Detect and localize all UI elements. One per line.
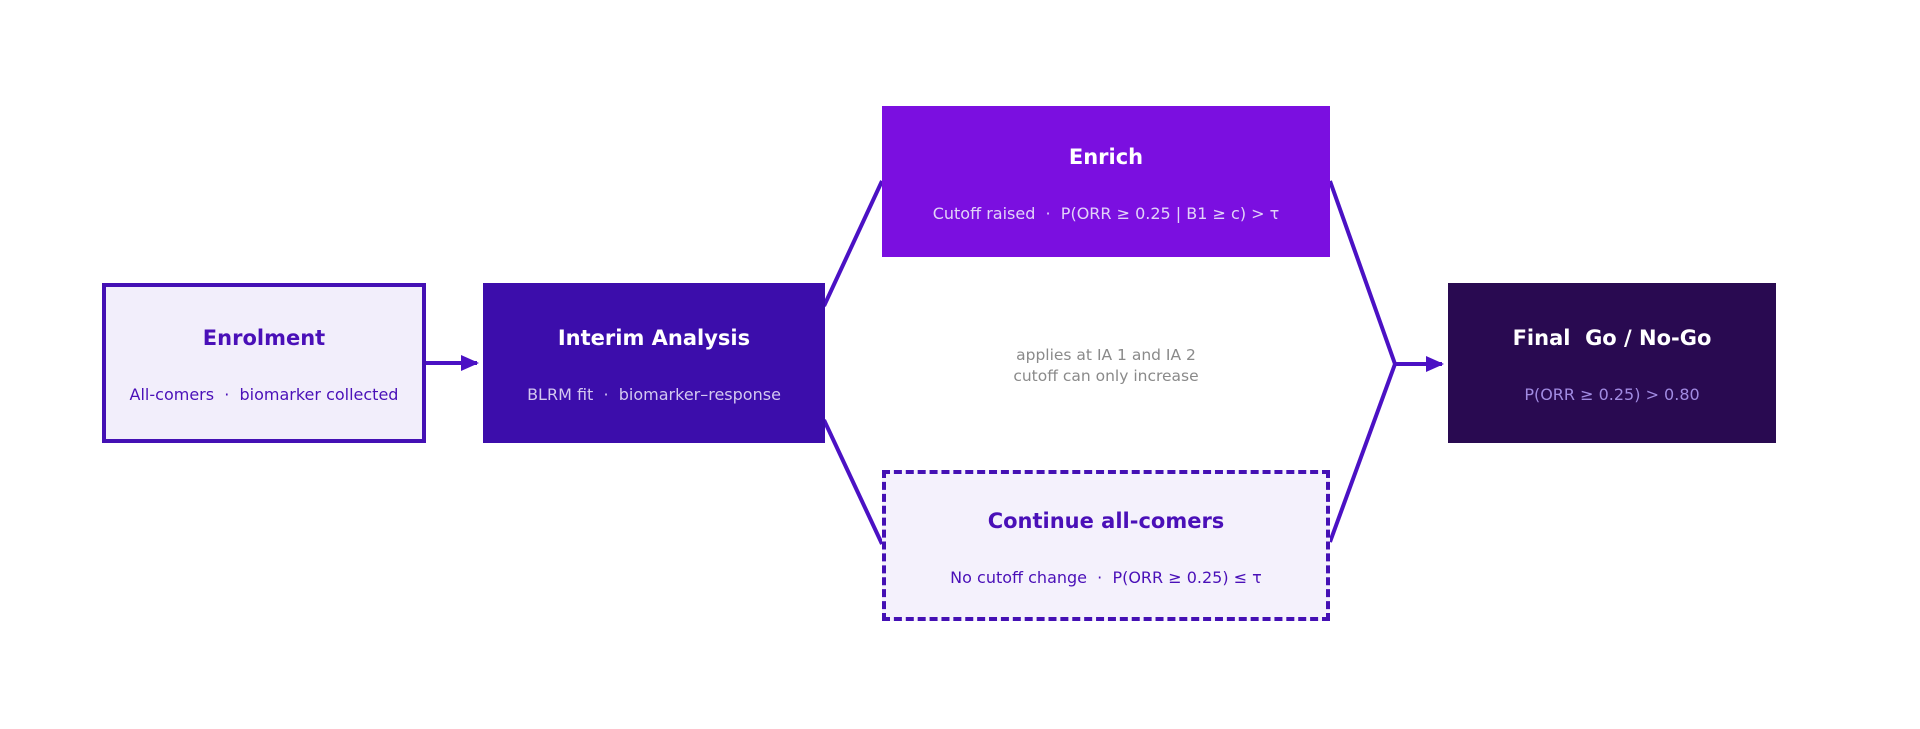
node-interim-analysis: Interim Analysis BLRM fit · biomarker–re…	[483, 283, 825, 443]
node-continue-subtitle: No cutoff change · P(ORR ≥ 0.25) ≤ τ	[950, 567, 1262, 587]
center-note: applies at IA 1 and IA 2 cutoff can only…	[956, 345, 1256, 387]
node-enrolment: Enrolment All-comers · biomarker collect…	[102, 283, 426, 443]
node-enrolment-title: Enrolment	[202, 326, 326, 350]
node-enrolment-subtitle: All-comers · biomarker collected	[129, 385, 399, 404]
node-final-subtitle: P(ORR ≥ 0.25) > 0.80	[1524, 385, 1700, 404]
node-interim-subtitle: BLRM fit · biomarker–response	[527, 385, 781, 404]
node-final-title: Final Go / No-Go	[1512, 326, 1712, 350]
node-enrich-title: Enrich	[1068, 144, 1144, 169]
center-note-line2: cutoff can only increase	[1013, 367, 1199, 385]
center-note-line1: applies at IA 1 and IA 2	[1016, 346, 1196, 364]
line-enrich-to-junction	[1328, 180, 1397, 365]
node-continue-all-comers: Continue all-comers No cutoff change · P…	[882, 470, 1330, 621]
node-final-go-no-go: Final Go / No-Go P(ORR ≥ 0.25) > 0.80	[1448, 283, 1776, 443]
line-interim-to-continue	[822, 419, 884, 545]
line-interim-to-enrich	[822, 180, 884, 307]
line-continue-to-junction	[1328, 363, 1397, 543]
node-interim-title: Interim Analysis	[557, 326, 751, 350]
node-enrich: Enrich Cutoff raised · P(ORR ≥ 0.25 | B1…	[882, 106, 1330, 257]
node-continue-title: Continue all-comers	[987, 508, 1225, 533]
node-enrich-subtitle: Cutoff raised · P(ORR ≥ 0.25 | B1 ≥ c) >…	[932, 203, 1280, 223]
